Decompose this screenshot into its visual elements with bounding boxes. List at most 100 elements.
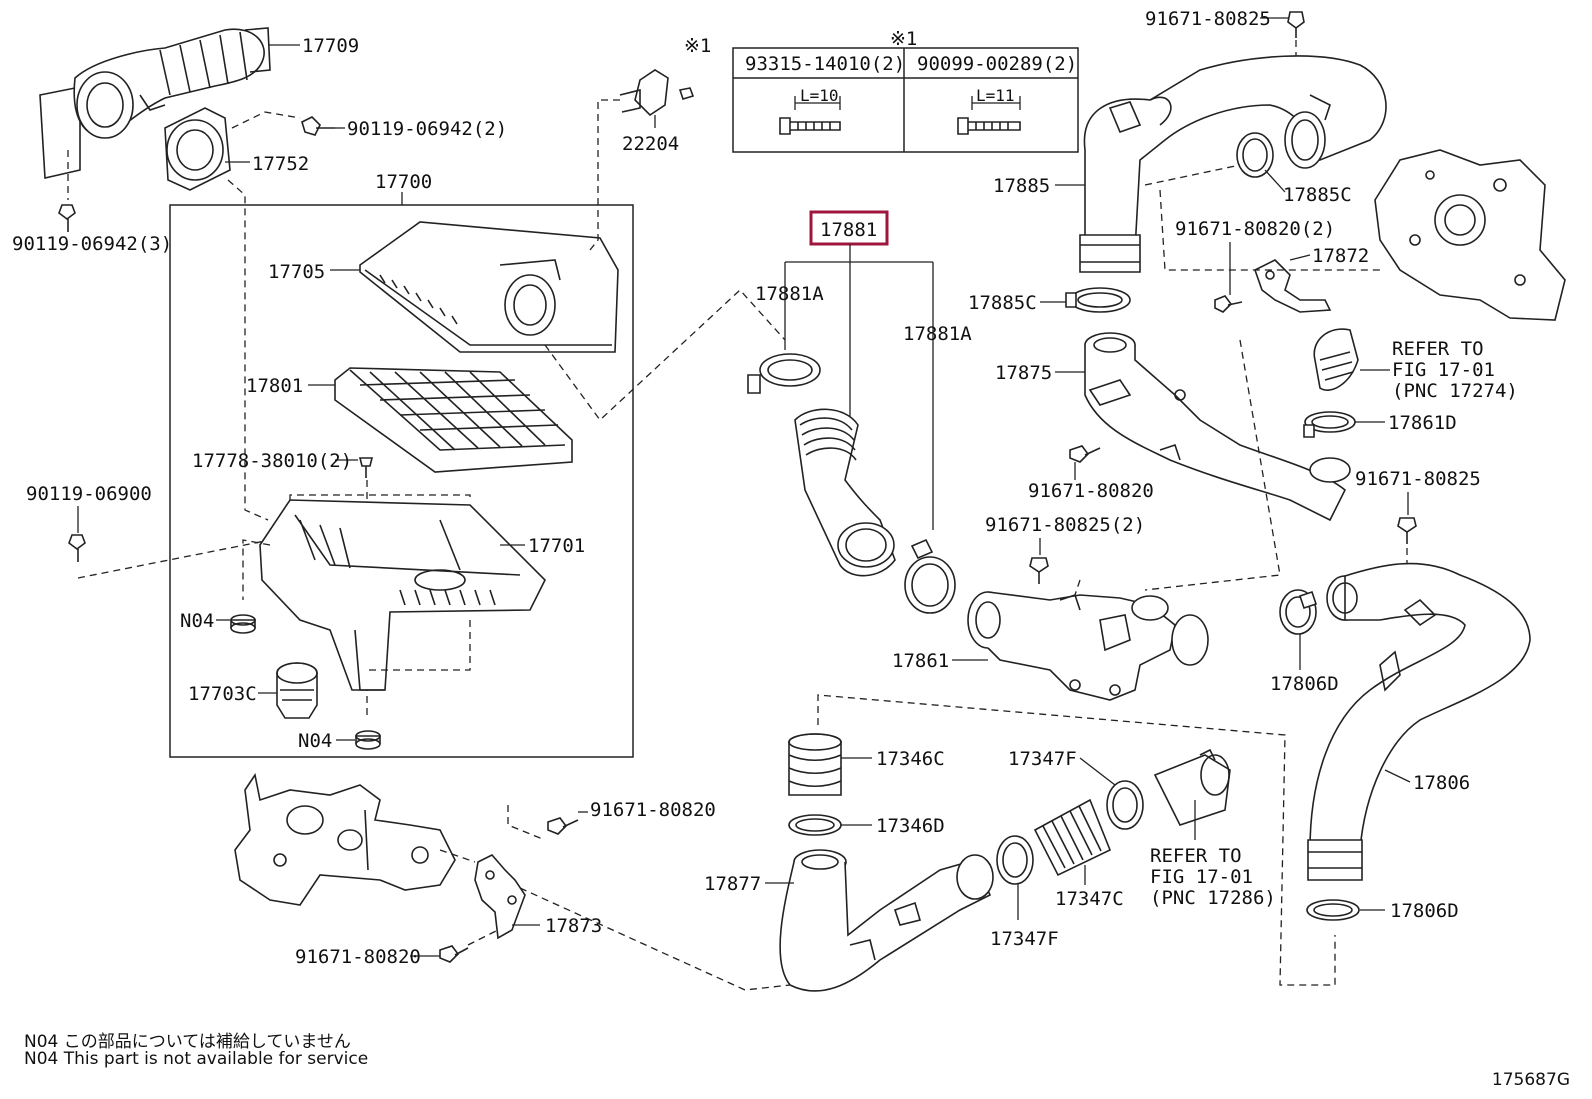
label-n04-b: N04 bbox=[298, 730, 332, 752]
cleaner-cap-17705[interactable] bbox=[359, 221, 619, 353]
engine-block-outline bbox=[1374, 149, 1566, 321]
bolt-90119-06942[interactable] bbox=[301, 116, 335, 136]
refer-bot-line2: FIG 17-01 bbox=[1150, 866, 1253, 888]
clamp-17881a-left[interactable] bbox=[747, 353, 821, 394]
label-17806d-top: 17806D bbox=[1270, 673, 1339, 695]
bolt-length-l10: L=10 bbox=[800, 86, 839, 105]
label-22204: 22204 bbox=[622, 133, 679, 155]
label-17347c: 17347C bbox=[1055, 888, 1124, 910]
bolt-91671-80820-mid[interactable] bbox=[1069, 445, 1101, 463]
label-17701: 17701 bbox=[528, 535, 585, 557]
air-filter-17801[interactable] bbox=[334, 367, 573, 473]
pipe-17877[interactable] bbox=[779, 849, 994, 992]
label-17875: 17875 bbox=[995, 362, 1052, 384]
pipe-17806[interactable] bbox=[1307, 562, 1531, 881]
label-91671-80820-2: 91671-80820(2) bbox=[1175, 218, 1335, 240]
bellows-17347c[interactable] bbox=[1033, 798, 1112, 877]
label-17806: 17806 bbox=[1413, 772, 1470, 794]
label-17709: 17709 bbox=[302, 35, 359, 57]
bolt-91671-80820-b[interactable] bbox=[439, 945, 469, 963]
refer-bot-line1: REFER TO bbox=[1150, 845, 1242, 867]
label-17881a-right: 17881A bbox=[903, 323, 972, 345]
grommet-n04-b[interactable] bbox=[355, 730, 381, 750]
bracket-17872[interactable] bbox=[1254, 259, 1332, 313]
pipe-17885[interactable] bbox=[1079, 55, 1387, 273]
bolt-91671-80820-a[interactable] bbox=[547, 817, 579, 835]
intake-hose-17881[interactable] bbox=[794, 408, 896, 577]
label-17881[interactable]: 17881 bbox=[820, 219, 877, 241]
bolt-table bbox=[732, 47, 1079, 153]
refer-top-line3: (PNC 17274) bbox=[1392, 380, 1518, 402]
bolt-93315-14010-header: 93315-14010(2) bbox=[745, 53, 905, 75]
label-17873: 17873 bbox=[545, 915, 602, 937]
label-90119-06900: 90119-06900 bbox=[26, 483, 152, 505]
bolt-91671-80825-top[interactable] bbox=[1287, 11, 1305, 38]
label-17705: 17705 bbox=[268, 261, 325, 283]
bolt-length-l11: L=11 bbox=[976, 86, 1015, 105]
label-17778-38010: 17778-38010(2) bbox=[192, 450, 352, 472]
junction-pipe-17861[interactable] bbox=[967, 591, 1209, 701]
clamp-17806d-upper[interactable] bbox=[1279, 589, 1318, 635]
label-91671-80825-top: 91671-80825 bbox=[1145, 8, 1271, 30]
label-17346c: 17346C bbox=[876, 748, 945, 770]
label-91671-80820-b: 91671-80820 bbox=[295, 946, 421, 968]
label-17861: 17861 bbox=[892, 650, 949, 672]
hose-ref-17274[interactable] bbox=[1313, 328, 1359, 391]
highlight-17881 bbox=[809, 210, 889, 246]
bolt-91671-80825-2[interactable] bbox=[1029, 557, 1049, 584]
label-n04-a: N04 bbox=[180, 610, 214, 632]
label-17346d: 17346D bbox=[876, 815, 945, 837]
label-90119-06942-2: 90119-06942(2) bbox=[347, 118, 507, 140]
assembly-box-17700 bbox=[169, 204, 634, 758]
bolt-90099-00289-header: 90099-00289(2) bbox=[917, 53, 1077, 75]
sleeve-17346c[interactable] bbox=[788, 733, 842, 796]
clamp-17861d[interactable] bbox=[1303, 411, 1356, 438]
label-17872: 17872 bbox=[1312, 245, 1369, 267]
label-17877: 17877 bbox=[704, 873, 761, 895]
clamp-17347f-upper[interactable] bbox=[1106, 780, 1144, 830]
label-91671-80825-mid: 91671-80825 bbox=[1355, 468, 1481, 490]
bolt-91671-80825-mid[interactable] bbox=[1397, 517, 1417, 544]
valve-17703c[interactable] bbox=[276, 662, 318, 719]
label-17885c-left: 17885C bbox=[968, 292, 1037, 314]
note-n04-english: N04 This part is not available for servi… bbox=[24, 1049, 369, 1069]
clamp-17347f-lower[interactable] bbox=[996, 835, 1034, 885]
label-90119-06942-3: 90119-06942(3) bbox=[12, 233, 172, 255]
figure-id: 175687G bbox=[1491, 1070, 1570, 1090]
label-17885c-right: 17885C bbox=[1283, 184, 1352, 206]
note-n04-japanese: N04 この部品については補給していません bbox=[24, 1032, 351, 1052]
cleaner-case-17701[interactable] bbox=[259, 499, 546, 691]
label-91671-80825-2: 91671-80825(2) bbox=[985, 514, 1145, 536]
label-17881a-left: 17881A bbox=[755, 283, 824, 305]
flange-17752[interactable] bbox=[164, 107, 231, 191]
refer-top-line1: REFER TO bbox=[1392, 338, 1484, 360]
label-17752: 17752 bbox=[252, 153, 309, 175]
bolt-90119-06942-3[interactable] bbox=[58, 204, 76, 232]
label-17703c: 17703C bbox=[188, 683, 257, 705]
clamp-17881a-right[interactable] bbox=[904, 538, 956, 614]
grommet-n04-a[interactable] bbox=[230, 614, 256, 634]
screw-17778-38010[interactable] bbox=[358, 457, 374, 478]
hose-ref-17286[interactable] bbox=[1153, 748, 1231, 826]
air-inlet-duct-17709[interactable] bbox=[39, 27, 271, 179]
air-flow-meter-22204[interactable] bbox=[619, 69, 695, 117]
clamp-17806d-lower[interactable] bbox=[1306, 899, 1360, 921]
pipe-17875[interactable] bbox=[1084, 332, 1351, 522]
clamp-17885c-upper[interactable] bbox=[1236, 132, 1274, 178]
bolt-91671-80820-2[interactable] bbox=[1214, 295, 1243, 313]
bolt-90119-06900[interactable] bbox=[68, 534, 86, 562]
clamp-17885c-lower[interactable] bbox=[1065, 287, 1131, 313]
label-17347f-top: 17347F bbox=[1008, 748, 1077, 770]
label-17806d-bot: 17806D bbox=[1390, 900, 1459, 922]
refer-bot-line3: (PNC 17286) bbox=[1150, 887, 1276, 909]
label-17700: 17700 bbox=[375, 171, 432, 193]
label-17347f-bot: 17347F bbox=[990, 928, 1059, 950]
label-91671-80820-a: 91671-80820 bbox=[590, 799, 716, 821]
label-17861d: 17861D bbox=[1388, 412, 1457, 434]
mark-1-sensor: ※1 bbox=[684, 35, 711, 57]
bracket-17873[interactable] bbox=[474, 854, 526, 940]
refer-top-line2: FIG 17-01 bbox=[1392, 359, 1495, 381]
clamp-17346d[interactable] bbox=[788, 814, 842, 836]
bolt-table-mark: ※1 bbox=[890, 28, 917, 50]
